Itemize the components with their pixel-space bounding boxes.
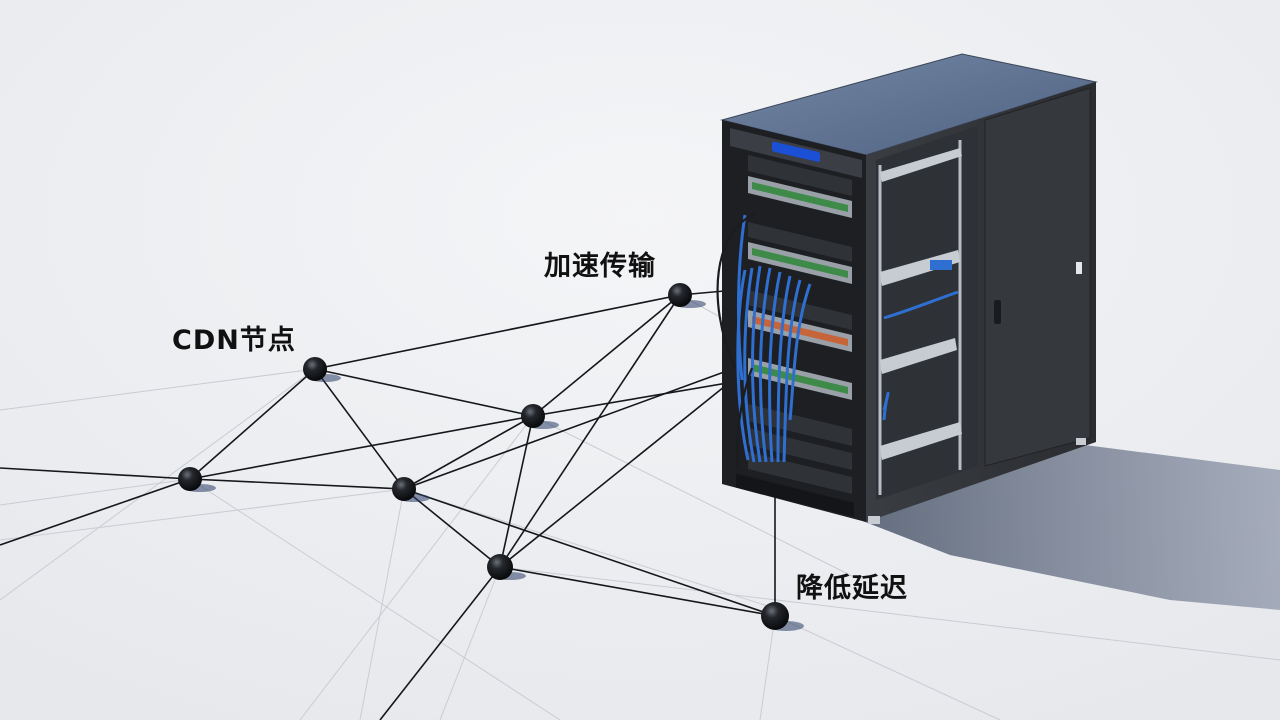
network-nodes xyxy=(178,283,789,630)
node-middle xyxy=(521,404,545,428)
rack-rails xyxy=(878,140,962,495)
side-door xyxy=(984,87,1091,467)
door-latch xyxy=(1076,262,1082,274)
server-units xyxy=(748,155,852,494)
rack-base xyxy=(736,473,854,517)
node-west xyxy=(178,467,202,491)
node-latency xyxy=(761,602,789,630)
network-links xyxy=(0,289,776,720)
status-panel xyxy=(772,141,820,162)
reduce-latency-label: 降低延迟 xyxy=(796,573,908,604)
node-center xyxy=(392,477,416,501)
black-cables xyxy=(716,212,756,471)
side-device-light xyxy=(930,260,952,270)
rack-interior xyxy=(876,126,978,500)
blue-cable-bundle xyxy=(736,214,812,463)
node-cdn xyxy=(303,357,327,381)
rack-shelves xyxy=(880,148,962,460)
cdn-node-label: CDN节点 xyxy=(172,325,296,356)
server-rack xyxy=(716,53,1098,524)
node-south xyxy=(487,554,513,580)
node-accelerated xyxy=(668,283,692,307)
door-handle xyxy=(994,300,1001,324)
accelerated-transfer-label: 加速传输 xyxy=(544,251,656,282)
